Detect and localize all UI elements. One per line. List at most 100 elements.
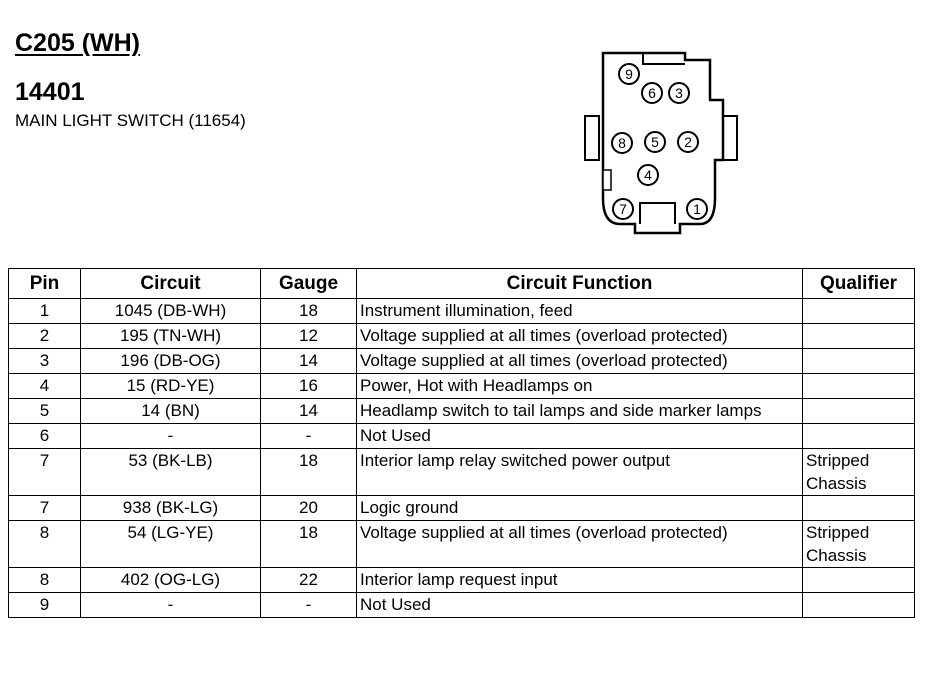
gauge-cell: 16 [260,373,357,399]
pin-cell: 4 [8,373,81,399]
connector-key-notch [639,202,676,224]
connector-latch [642,53,685,65]
table-row: 9 - - Not Used [8,592,915,618]
pin-cell: 7 [8,495,81,521]
pin-table: Pin Circuit Gauge Circuit Function Quali… [8,268,915,618]
pin-8-label: 8 [618,135,626,151]
column-header-gauge: Gauge [260,268,357,299]
gauge-cell: 18 [260,298,357,324]
circuit-cell: 14 (BN) [80,398,261,424]
qualifier-cell [802,592,915,618]
table-row: 3 196 (DB-OG) 14 Voltage supplied at all… [8,348,915,374]
circuit-cell: 196 (DB-OG) [80,348,261,374]
pin-5: 5 [644,131,666,153]
pin-3: 3 [668,82,690,104]
function-cell: Instrument illumination, feed [356,298,803,324]
function-cell: Logic ground [356,495,803,521]
circuit-cell: 15 (RD-YE) [80,373,261,399]
qualifier-cell [802,348,915,374]
qualifier-cell: Stripped Chassis [802,448,915,496]
function-cell: Voltage supplied at all times (overload … [356,323,803,349]
function-cell: Voltage supplied at all times (overload … [356,520,803,568]
qualifier-cell [802,423,915,449]
part-number: 14401 [15,78,85,106]
gauge-cell: 18 [260,520,357,568]
table-row: 2 195 (TN-WH) 12 Voltage supplied at all… [8,323,915,349]
table-row: 8 402 (OG-LG) 22 Interior lamp request i… [8,567,915,593]
pin-9-label: 9 [625,66,633,82]
gauge-cell: - [260,423,357,449]
part-name: MAIN LIGHT SWITCH (11654) [15,111,246,130]
pin-5-label: 5 [651,134,659,150]
pin-cell: 5 [8,398,81,424]
circuit-cell: 53 (BK-LB) [80,448,261,496]
pin-cell: 6 [8,423,81,449]
table-row: 8 54 (LG-YE) 18 Voltage supplied at all … [8,520,915,568]
function-cell: Interior lamp relay switched power outpu… [356,448,803,496]
gauge-cell: 14 [260,398,357,424]
pin-3-label: 3 [675,85,683,101]
table-row: 6 - - Not Used [8,423,915,449]
gauge-cell: 20 [260,495,357,521]
gauge-cell: 12 [260,323,357,349]
pin-4-label: 4 [644,167,652,183]
table-row: 7 938 (BK-LG) 20 Logic ground [8,495,915,521]
pin-2: 2 [677,131,699,153]
table-header-row: Pin Circuit Gauge Circuit Function Quali… [8,268,915,299]
function-cell: Power, Hot with Headlamps on [356,373,803,399]
pin-8: 8 [611,132,633,154]
table-row: 5 14 (BN) 14 Headlamp switch to tail lam… [8,398,915,424]
circuit-cell: 54 (LG-YE) [80,520,261,568]
qualifier-cell [802,495,915,521]
circuit-cell: - [80,592,261,618]
function-cell: Not Used [356,423,803,449]
pin-6: 6 [641,82,663,104]
pin-cell: 8 [8,567,81,593]
column-header-pin: Pin [8,268,81,299]
qualifier-cell [802,323,915,349]
connector-left-tab [584,115,600,161]
pin-6-label: 6 [648,85,656,101]
pin-cell: 1 [8,298,81,324]
pin-1: 1 [686,198,708,220]
qualifier-cell: Stripped Chassis [802,520,915,568]
pin-cell: 8 [8,520,81,568]
qualifier-cell [802,398,915,424]
table-row: 1 1045 (DB-WH) 18 Instrument illuminatio… [8,298,915,324]
function-cell: Not Used [356,592,803,618]
connector-right-tab [722,115,738,161]
connector-face-diagram: 9 6 3 8 5 2 4 7 1 [584,51,738,235]
column-header-circuit-function: Circuit Function [356,268,803,299]
gauge-cell: - [260,592,357,618]
table-row: 7 53 (BK-LB) 18 Interior lamp relay swit… [8,448,915,496]
pin-7-label: 7 [619,201,627,217]
circuit-cell: - [80,423,261,449]
function-cell: Interior lamp request input [356,567,803,593]
table-row: 4 15 (RD-YE) 16 Power, Hot with Headlamp… [8,373,915,399]
circuit-cell: 195 (TN-WH) [80,323,261,349]
circuit-cell: 1045 (DB-WH) [80,298,261,324]
connector-id: C205 (WH) [15,29,141,57]
circuit-cell: 402 (OG-LG) [80,567,261,593]
pin-cell: 2 [8,323,81,349]
pin-9: 9 [618,63,640,85]
qualifier-cell [802,567,915,593]
pin-7: 7 [612,198,634,220]
connector-detent [602,169,612,191]
gauge-cell: 18 [260,448,357,496]
function-cell: Headlamp switch to tail lamps and side m… [356,398,803,424]
pin-cell: 3 [8,348,81,374]
function-cell: Voltage supplied at all times (overload … [356,348,803,374]
pin-2-label: 2 [684,134,692,150]
qualifier-cell [802,373,915,399]
pin-cell: 7 [8,448,81,496]
column-header-qualifier: Qualifier [802,268,915,299]
circuit-cell: 938 (BK-LG) [80,495,261,521]
qualifier-cell [802,298,915,324]
column-header-circuit: Circuit [80,268,261,299]
pin-cell: 9 [8,592,81,618]
gauge-cell: 22 [260,567,357,593]
pin-4: 4 [637,164,659,186]
gauge-cell: 14 [260,348,357,374]
pin-1-label: 1 [693,201,701,217]
